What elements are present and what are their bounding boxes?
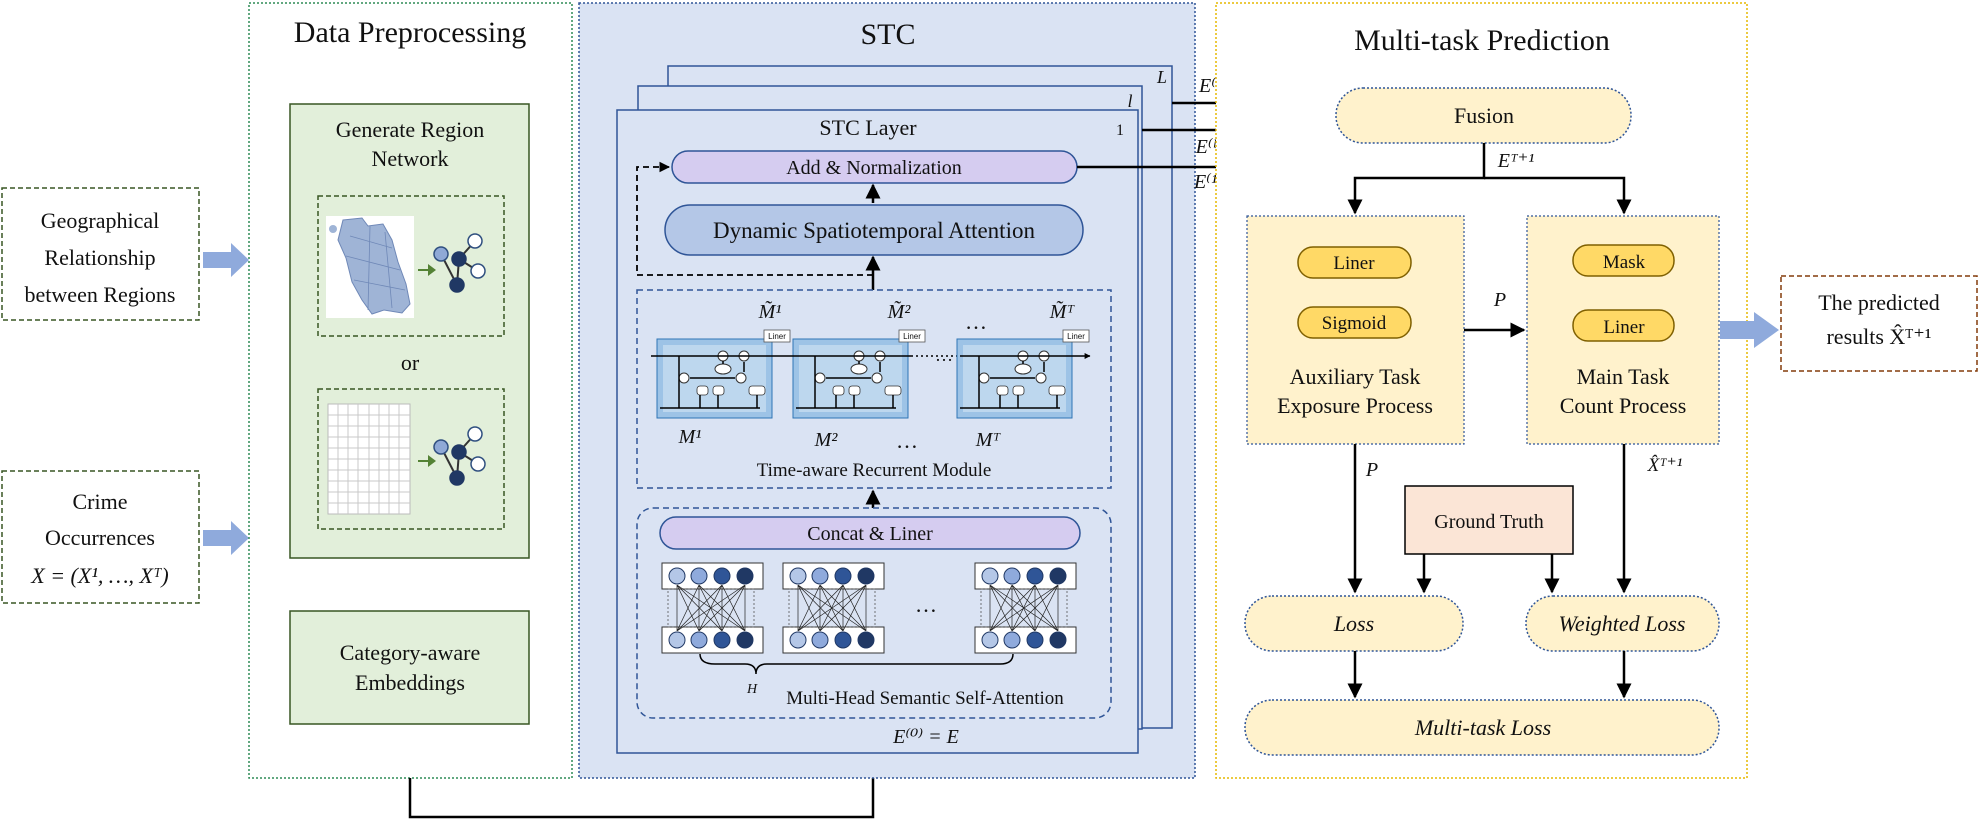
attention-head-1 (661, 562, 764, 654)
output-arrow (1720, 312, 1779, 348)
stack-label-front: 1 (1116, 122, 1124, 139)
residual-connection (636, 161, 873, 276)
cell1-liner: Liner (768, 332, 786, 341)
graph-icon-1 (433, 233, 486, 293)
main-mask-pill (1572, 244, 1675, 277)
result-line1: The predicted (1818, 290, 1940, 315)
concat-liner-box (659, 516, 1081, 550)
main-line1: Main Task (1577, 364, 1670, 389)
recurrent-dots-mid: … (935, 345, 953, 365)
weighted-loss-box (1525, 595, 1720, 652)
input-arrow-geo (203, 243, 249, 277)
heads-brace (699, 653, 1014, 675)
or-label: or (401, 350, 420, 375)
geo-line1: Geographical (41, 208, 160, 233)
fusion-label: Fusion (1454, 103, 1514, 128)
m-tilde-t: M̃ᵀ (1049, 300, 1076, 323)
m-tilde-2: M̃² (887, 300, 912, 323)
recurrent-dots-top: … (965, 309, 987, 334)
main-liner-label: Liner (1603, 317, 1645, 338)
m-t: Mᵀ (975, 429, 1002, 451)
attention-head-h (974, 562, 1077, 654)
multitask-loss-box (1244, 699, 1720, 756)
green-arrow-2 (418, 455, 436, 467)
aux-sigmoid-label: Sigmoid (1322, 313, 1387, 334)
result-line2: results X̂ᵀ⁺¹ (1826, 324, 1931, 349)
cellt-liner: Liner (1067, 332, 1085, 341)
input-crime-box: Crime Occurrences X = (X¹, …, Xᵀ) (1, 470, 200, 604)
loss-box (1244, 595, 1464, 652)
generate-line1: Generate Region (336, 117, 484, 142)
e-1-label: E⁽¹⁾ (1193, 171, 1222, 193)
crime-formula: X = (X¹, …, Xᵀ) (30, 563, 168, 588)
concat-liner-label: Concat & Liner (807, 523, 933, 545)
xhat-label: X̂ᵀ⁺¹ (1647, 455, 1683, 476)
p-label-1: P (1493, 289, 1506, 311)
category-line1: Category-aware (340, 640, 480, 665)
e-l-label: E⁽ˡ⁾ (1195, 136, 1221, 158)
e0-label: E⁽⁰⁾ = E (892, 726, 959, 748)
geo-line2: Relationship (44, 245, 155, 270)
recurrent-cell-1: Liner (651, 329, 791, 419)
loss-label: Loss (1333, 611, 1374, 636)
stc-title: STC (860, 18, 915, 51)
crime-line2: Occurrences (45, 525, 155, 550)
dsta-box (664, 204, 1084, 256)
recurrent-module (636, 289, 1112, 489)
aux-liner-pill (1297, 246, 1412, 279)
aux-line2: Exposure Process (1277, 393, 1433, 418)
input-arrow-crime (203, 521, 249, 555)
recurrent-dots-bottom: … (896, 428, 918, 453)
result-box: The predicted results X̂ᵀ⁺¹ (1780, 275, 1978, 372)
heads-label: H (746, 682, 758, 697)
stack-label-mid: l (1127, 91, 1132, 111)
aux-sigmoid-pill (1297, 306, 1412, 339)
m-tilde-1: M̃¹ (758, 300, 782, 323)
m-2: M² (814, 429, 839, 451)
recurrent-title: Time-aware Recurrent Module (757, 460, 992, 481)
weighted-loss-label: Weighted Loss (1559, 611, 1686, 636)
grid-thumbnail-frame (317, 388, 505, 530)
cell2-liner: Liner (903, 332, 921, 341)
fusion-box (1335, 87, 1632, 144)
ground-truth-label: Ground Truth (1434, 511, 1543, 533)
m-1: M¹ (678, 426, 702, 448)
map-thumbnail-frame (317, 195, 505, 337)
grid-map-icon (327, 403, 411, 515)
attention-head-2 (782, 562, 885, 654)
stack-label-top: L (1156, 67, 1167, 87)
stc-panel: STC L l 1 STC Layer Add & Normalization … (578, 2, 1196, 779)
stc-layer-title: STC Layer (819, 115, 917, 140)
main-mask-label: Mask (1603, 252, 1646, 273)
graph-icon-2 (433, 426, 486, 486)
aux-line1: Auxiliary Task (1290, 364, 1421, 389)
attention-dots: … (915, 592, 937, 617)
category-aware-box (289, 610, 530, 725)
main-line2: Count Process (1560, 393, 1687, 418)
e-t1-label: Eᵀ⁺¹ (1497, 150, 1535, 172)
input-geographical-box: Geographical Relationship between Region… (1, 187, 200, 321)
recurrent-cell-2: Liner (775, 329, 926, 419)
crime-line1: Crime (73, 489, 128, 514)
multitask-loss-label: Multi-task Loss (1414, 715, 1551, 740)
dsta-label: Dynamic Spatiotemporal Attention (713, 218, 1035, 243)
aux-liner-label: Liner (1333, 253, 1375, 274)
preprocessing-title: Data Preprocessing (294, 16, 526, 49)
prediction-title: Multi-task Prediction (1354, 24, 1610, 57)
recurrent-cell-t: Liner (956, 329, 1090, 419)
generate-line2: Network (372, 146, 449, 171)
preprocessing-panel: Data Preprocessing Generate Region Netwo… (248, 2, 573, 779)
main-liner-pill (1572, 309, 1675, 342)
region-map-icon (337, 217, 411, 315)
p-label-2: P (1365, 459, 1378, 481)
geo-line3: between Regions (25, 282, 176, 307)
category-line2: Embeddings (355, 670, 465, 695)
green-arrow-1 (418, 264, 436, 276)
attention-title: Multi-Head Semantic Self-Attention (786, 688, 1064, 709)
attention-module (636, 507, 1112, 719)
prediction-panel: Multi-task Prediction Fusion Eᵀ⁺¹ Liner … (1215, 2, 1748, 779)
ground-truth-box (1404, 485, 1574, 555)
add-norm-label: Add & Normalization (786, 157, 962, 179)
